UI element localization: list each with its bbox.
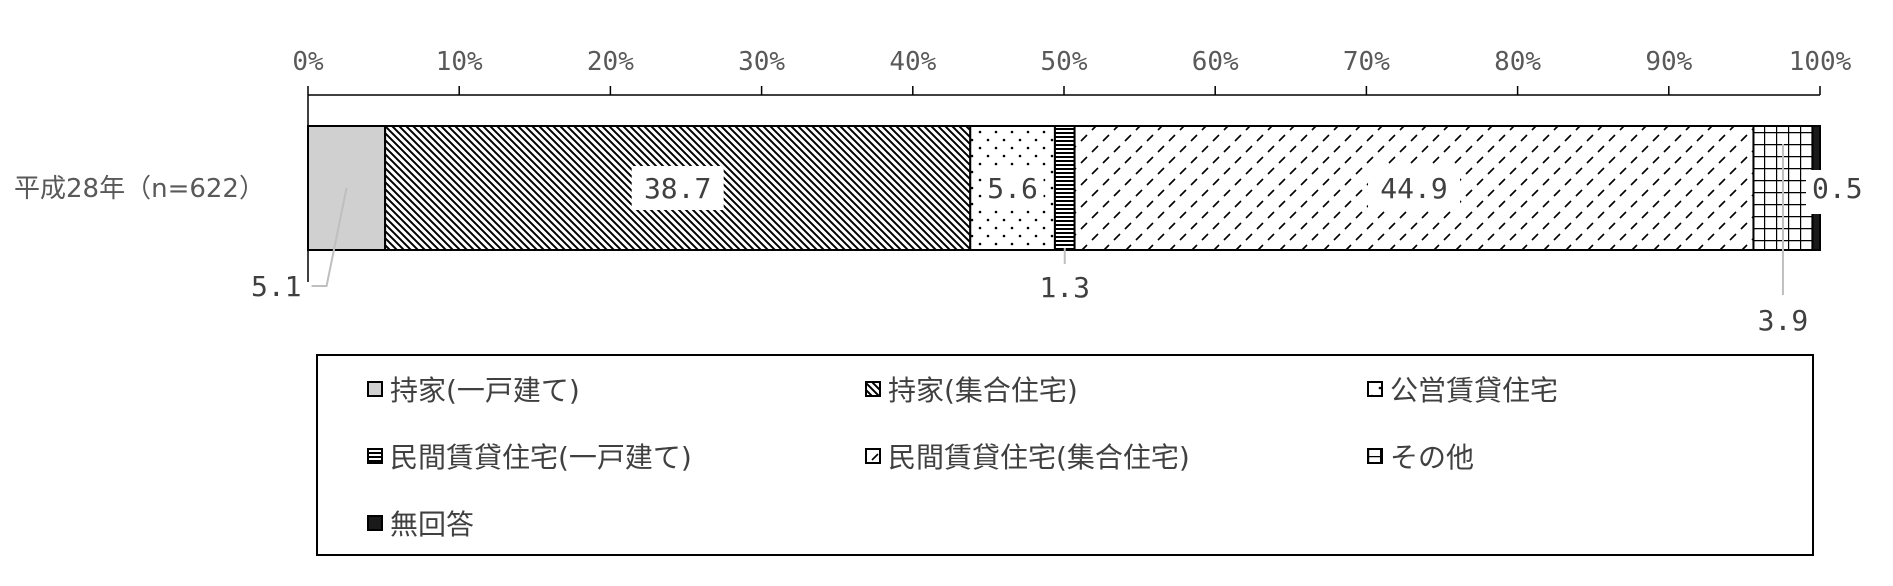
- data-label: 38.7: [644, 172, 711, 205]
- legend-label: 民間賃貸住宅(集合住宅): [888, 441, 1190, 474]
- x-axis: 0% 10% 20% 30% 40% 50% 60% 70% 80% 90% 100% 平成28年（n…: [14, 47, 1852, 282]
- data-label: 44.9: [1380, 172, 1447, 205]
- legend-swatch: [367, 448, 383, 464]
- legend-label: 民間賃貸住宅(一戸建て): [390, 441, 692, 474]
- legend-swatch: [367, 515, 383, 531]
- bar-segment: [1053, 125, 1076, 251]
- data-labels: 38.7 5.6 44.9 5.1 1.3 3.9 0.5: [251, 144, 1878, 337]
- data-label-background: [981, 166, 1044, 210]
- x-tick-label: 10%: [436, 47, 483, 77]
- category-label: 平成28年（n=622）: [14, 174, 265, 204]
- data-label-background: [1806, 170, 1878, 214]
- legend-box: [316, 354, 1814, 556]
- legend-label: 無回答: [390, 508, 474, 541]
- legend-label: 持家(一戸建て): [390, 374, 580, 407]
- data-label: 3.9: [1758, 304, 1809, 337]
- legend-label: 公営賃貸住宅: [1390, 374, 1558, 407]
- legend-swatch: [1367, 448, 1383, 464]
- x-tick-label: 30%: [738, 47, 785, 77]
- legend-swatch: [1367, 381, 1383, 397]
- data-label-background: [631, 166, 724, 210]
- x-tick-label: 20%: [587, 47, 634, 77]
- legend-swatch: [367, 381, 383, 397]
- x-tick-label: 90%: [1645, 47, 1692, 77]
- leader-line: [311, 187, 348, 287]
- data-label: 5.6: [987, 172, 1038, 205]
- x-tick-label: 40%: [889, 47, 936, 77]
- x-tick-label: 60%: [1192, 47, 1239, 77]
- data-label: 5.1: [251, 270, 302, 303]
- data-label: 1.3: [1039, 271, 1090, 304]
- legend-swatch: [865, 381, 881, 397]
- data-label-background: [1368, 166, 1461, 210]
- bar-segments: [307, 125, 1821, 251]
- x-tick-label: 100%: [1789, 47, 1852, 77]
- data-label: 0.5: [1812, 172, 1863, 205]
- x-tick-label: 70%: [1343, 47, 1390, 77]
- x-tick-label: 50%: [1041, 47, 1088, 77]
- legend-label: その他: [1390, 441, 1474, 474]
- x-tick-label: 80%: [1494, 47, 1541, 77]
- legend-label: 持家(集合住宅): [888, 374, 1078, 407]
- legend-swatch: [865, 448, 881, 464]
- x-tick-label: 0%: [292, 47, 324, 77]
